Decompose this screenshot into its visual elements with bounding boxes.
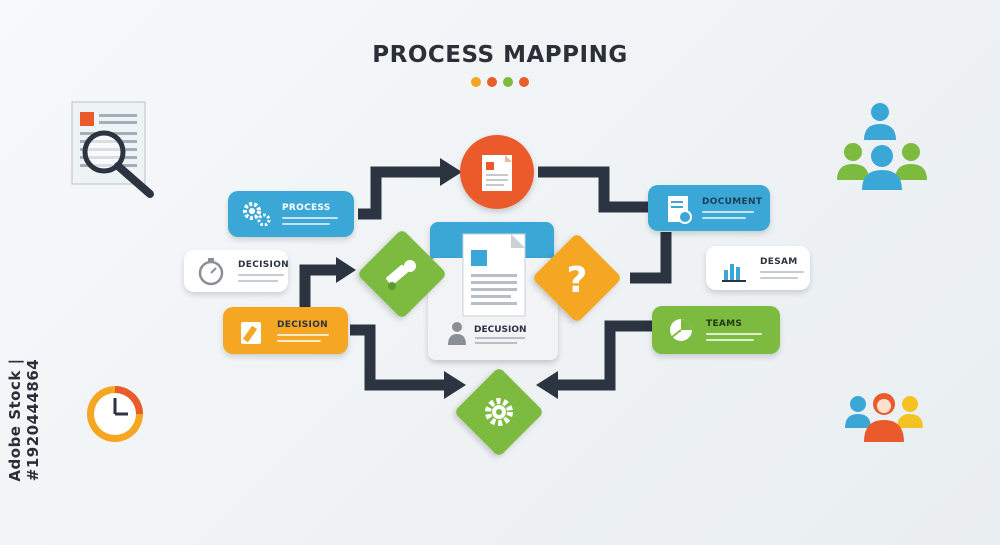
arrow-decision-to-left	[299, 264, 338, 318]
card-decision-top: DECISION	[184, 250, 289, 292]
arrowhead	[336, 257, 356, 283]
arrowhead	[536, 371, 558, 399]
arrowhead	[444, 371, 466, 399]
card-label: TEAMS	[706, 319, 743, 329]
title-dot	[471, 77, 481, 87]
pie-chart-icon	[662, 311, 700, 349]
arrow-document-to-right	[630, 232, 672, 284]
people-group-icon	[837, 103, 927, 190]
arrow-process-to-top	[358, 166, 442, 220]
bar-chart-icon	[716, 249, 754, 287]
card-teams: TEAMS	[652, 306, 780, 354]
document-check-icon	[658, 189, 696, 227]
card-label: DESAM	[760, 257, 798, 267]
arrow-top-to-document	[538, 166, 650, 213]
stopwatch-icon	[194, 252, 232, 290]
question-mark-icon: ?	[567, 260, 588, 301]
user-icon	[448, 322, 466, 345]
clock-icon	[87, 386, 143, 442]
card-process: PROCESS	[228, 191, 354, 237]
card-label: DOCUMENT	[702, 197, 763, 207]
card-label: PROCESS	[282, 203, 331, 213]
gears-icon	[238, 195, 276, 233]
right-decision-node	[534, 235, 620, 321]
magnifier-document-icon	[71, 101, 154, 198]
document-icon	[482, 155, 512, 191]
card-label: DECISION	[238, 260, 289, 270]
pencil-icon	[233, 312, 271, 350]
page-title: PROCESS MAPPING	[372, 42, 628, 68]
arrow-teams-to-bottom	[556, 320, 652, 391]
title-dots	[0, 74, 1000, 92]
watermark-text: Adobe Stock | #1920444864	[6, 358, 42, 482]
gear-icon	[485, 398, 513, 426]
arrowhead	[440, 158, 462, 186]
center-label: DECUSION	[474, 325, 527, 335]
title-dot	[487, 77, 497, 87]
card-desam: DESAM	[706, 246, 810, 290]
title-dot	[503, 77, 513, 87]
card-decision-bottom: DECISION	[223, 307, 348, 354]
stock-watermark: Adobe Stock | #1920444864	[6, 292, 42, 532]
arrow-decision-to-bottom	[350, 324, 446, 391]
center-document-icon	[462, 233, 526, 317]
tools-icon	[386, 260, 416, 290]
title-dot	[519, 77, 529, 87]
team-icon	[845, 393, 923, 442]
card-label: DECISION	[277, 319, 328, 330]
card-document: DOCUMENT	[648, 185, 770, 231]
